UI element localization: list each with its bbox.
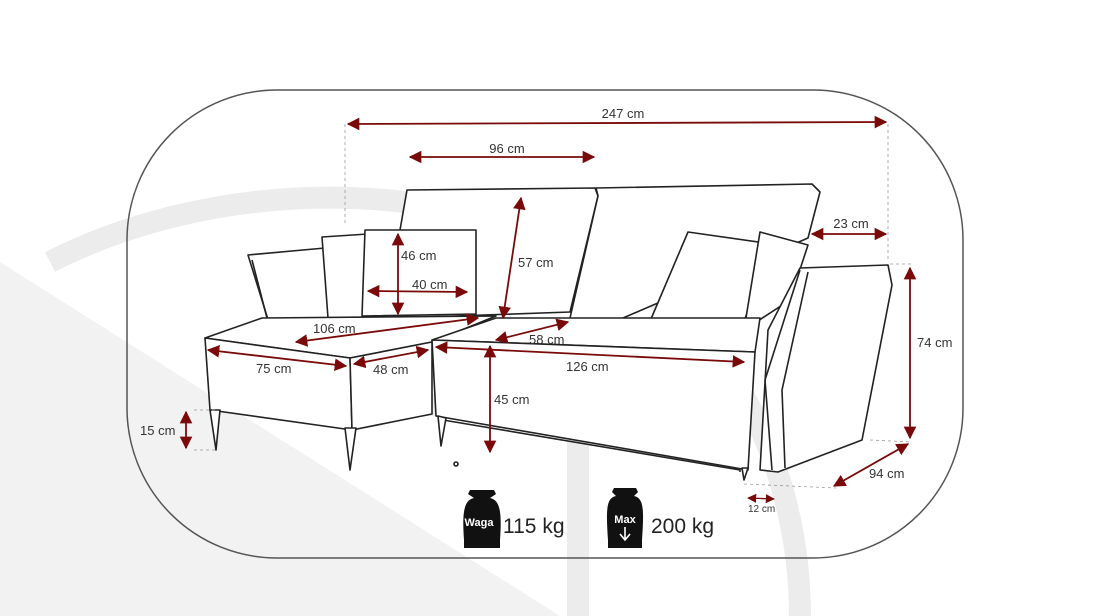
max-icon-label: Max	[614, 514, 636, 526]
arrow-chaise-width	[206, 345, 348, 371]
arrow-total-width	[346, 115, 888, 131]
label-pillow-height: 46 cm	[401, 248, 436, 263]
label-armrest-width: 23 cm	[833, 216, 868, 231]
arrow-backrest-height	[498, 196, 526, 320]
label-seat-width: 126 cm	[566, 359, 609, 374]
arrow-chaise-section	[352, 345, 430, 369]
weight-value: 115 kg	[503, 515, 565, 538]
label-seat-height: 45 cm	[494, 392, 529, 407]
arrow-depth	[832, 443, 910, 487]
label-leg-height: 15 cm	[140, 423, 175, 438]
background-diagonal	[0, 262, 560, 616]
label-total-width: 247 cm	[602, 106, 645, 121]
label-arm-offset: 12 cm	[748, 504, 775, 515]
label-seat-depth: 58 cm	[529, 332, 564, 347]
label-total-height: 74 cm	[917, 335, 952, 350]
label-backrest-height: 57 cm	[518, 255, 553, 270]
weight-icon-label: Waga	[465, 517, 495, 529]
label-chaise-width: 75 cm	[256, 361, 291, 376]
label-back-width: 96 cm	[489, 141, 524, 156]
arrow-arm-offset	[747, 493, 775, 504]
label-depth: 94 cm	[869, 466, 904, 481]
label-chaise-length: 106 cm	[313, 321, 356, 336]
label-chaise-section: 48 cm	[373, 362, 408, 377]
arrow-chaise-length	[294, 313, 480, 347]
label-pillow-width: 40 cm	[412, 277, 447, 292]
max-value: 200 kg	[651, 515, 714, 538]
weight-icon: Waga	[463, 490, 501, 548]
arrow-seat-depth	[494, 318, 570, 344]
dimension-arrows	[179, 115, 917, 504]
diagram-frame	[126, 89, 964, 559]
arrow-down-icon	[619, 527, 631, 542]
arrow-pillow-width	[366, 284, 469, 299]
dimension-labels: 247 cm 96 cm 23 cm 57 cm 46 cm 40 cm 106…	[140, 106, 952, 515]
guide-lines	[194, 124, 913, 489]
max-load-icon: Max	[606, 488, 644, 548]
